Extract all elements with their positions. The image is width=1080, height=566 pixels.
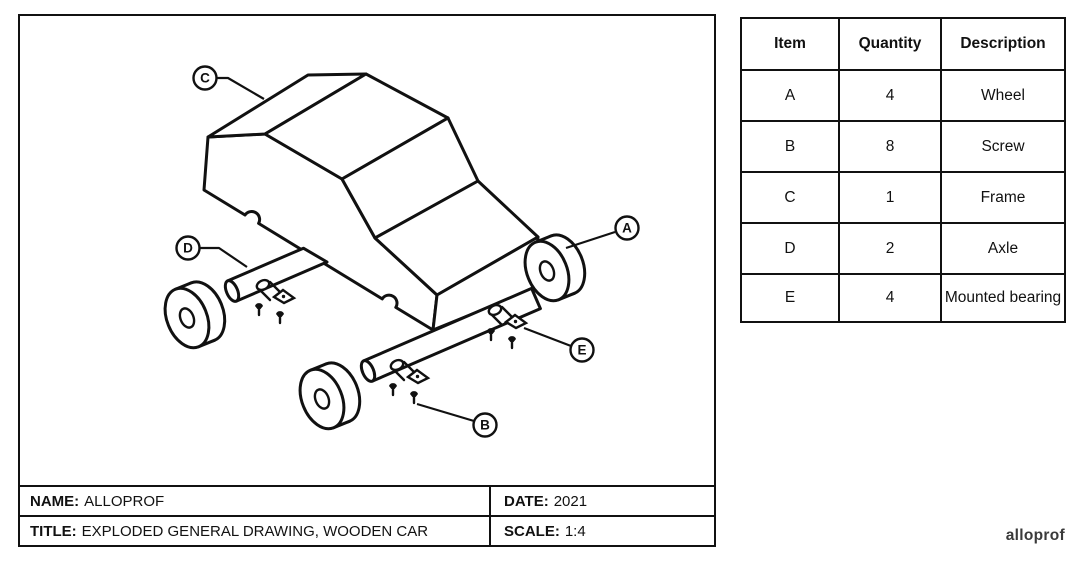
table-row: E 4 Mounted bearing [740, 273, 1066, 323]
title-value: EXPLODED GENERAL DRAWING, WOODEN CAR [81, 522, 429, 540]
mounted-bearing-front [253, 276, 296, 325]
alloprof-logo: alloprof [1005, 527, 1065, 544]
table-row: A 4 Wheel [740, 69, 1066, 122]
wheel-front-left [155, 273, 235, 356]
titleblock-name-cell: NAME: ALLOPROF [20, 487, 491, 515]
svg-text:D: D [183, 241, 193, 256]
svg-text:A: A [622, 221, 632, 236]
callout-b: B [416, 402, 498, 438]
callout-d: D [175, 235, 248, 268]
cell-quantity: 2 [838, 222, 942, 275]
cell-description: Wheel [940, 69, 1066, 122]
scale-label: SCALE: [504, 522, 560, 540]
titleblock-row-title-scale: TITLE: EXPLODED GENERAL DRAWING, WOODEN … [20, 515, 714, 545]
parts-table-header-row: Item Quantity Description [740, 17, 1066, 71]
svg-text:E: E [577, 343, 586, 358]
callout-a: A [565, 215, 640, 250]
header-quantity: Quantity [838, 17, 942, 71]
cell-item: E [740, 273, 840, 323]
titleblock-title-cell: TITLE: EXPLODED GENERAL DRAWING, WOODEN … [20, 517, 491, 545]
cell-quantity: 4 [838, 273, 942, 323]
date-value: 2021 [553, 492, 588, 510]
cell-description: Axle [940, 222, 1066, 275]
front-axle [223, 246, 329, 303]
svg-text:B: B [480, 418, 490, 433]
cell-description: Mounted bearing [940, 273, 1066, 323]
table-row: B 8 Screw [740, 120, 1066, 173]
name-label: NAME: [30, 492, 80, 510]
header-item: Item [740, 17, 840, 71]
cell-item: D [740, 222, 840, 275]
svg-text:C: C [200, 71, 210, 86]
cell-description: Screw [940, 120, 1066, 173]
cell-item: C [740, 171, 840, 224]
cell-quantity: 4 [838, 69, 942, 122]
callout-e: E [523, 326, 595, 363]
mounted-bearing-rear-near [387, 356, 430, 405]
table-row: C 1 Frame [740, 171, 1066, 224]
table-row: D 2 Axle [740, 222, 1066, 275]
cell-item: B [740, 120, 840, 173]
name-value: ALLOPROF [84, 492, 165, 510]
date-label: DATE: [504, 492, 549, 510]
car-frame [202, 72, 540, 332]
cell-quantity: 1 [838, 171, 942, 224]
titleblock-scale-cell: SCALE: 1:4 [491, 517, 714, 545]
parts-table: Item Quantity Description A 4 Wheel B 8 … [740, 17, 1066, 323]
exploded-drawing-svg: C D A E B [155, 65, 640, 438]
title-label: TITLE: [30, 522, 77, 540]
cell-item: A [740, 69, 840, 122]
scale-value: 1:4 [564, 522, 586, 540]
cell-description: Frame [940, 171, 1066, 224]
header-description: Description [940, 17, 1066, 71]
titleblock-date-cell: DATE: 2021 [491, 487, 714, 515]
titleblock-row-name-date: NAME: ALLOPROF DATE: 2021 [20, 485, 714, 515]
cell-quantity: 8 [838, 120, 942, 173]
wheel-front-right [290, 354, 370, 437]
drawing-sheet: C D A E B [18, 14, 716, 547]
callout-c: C [192, 65, 265, 100]
